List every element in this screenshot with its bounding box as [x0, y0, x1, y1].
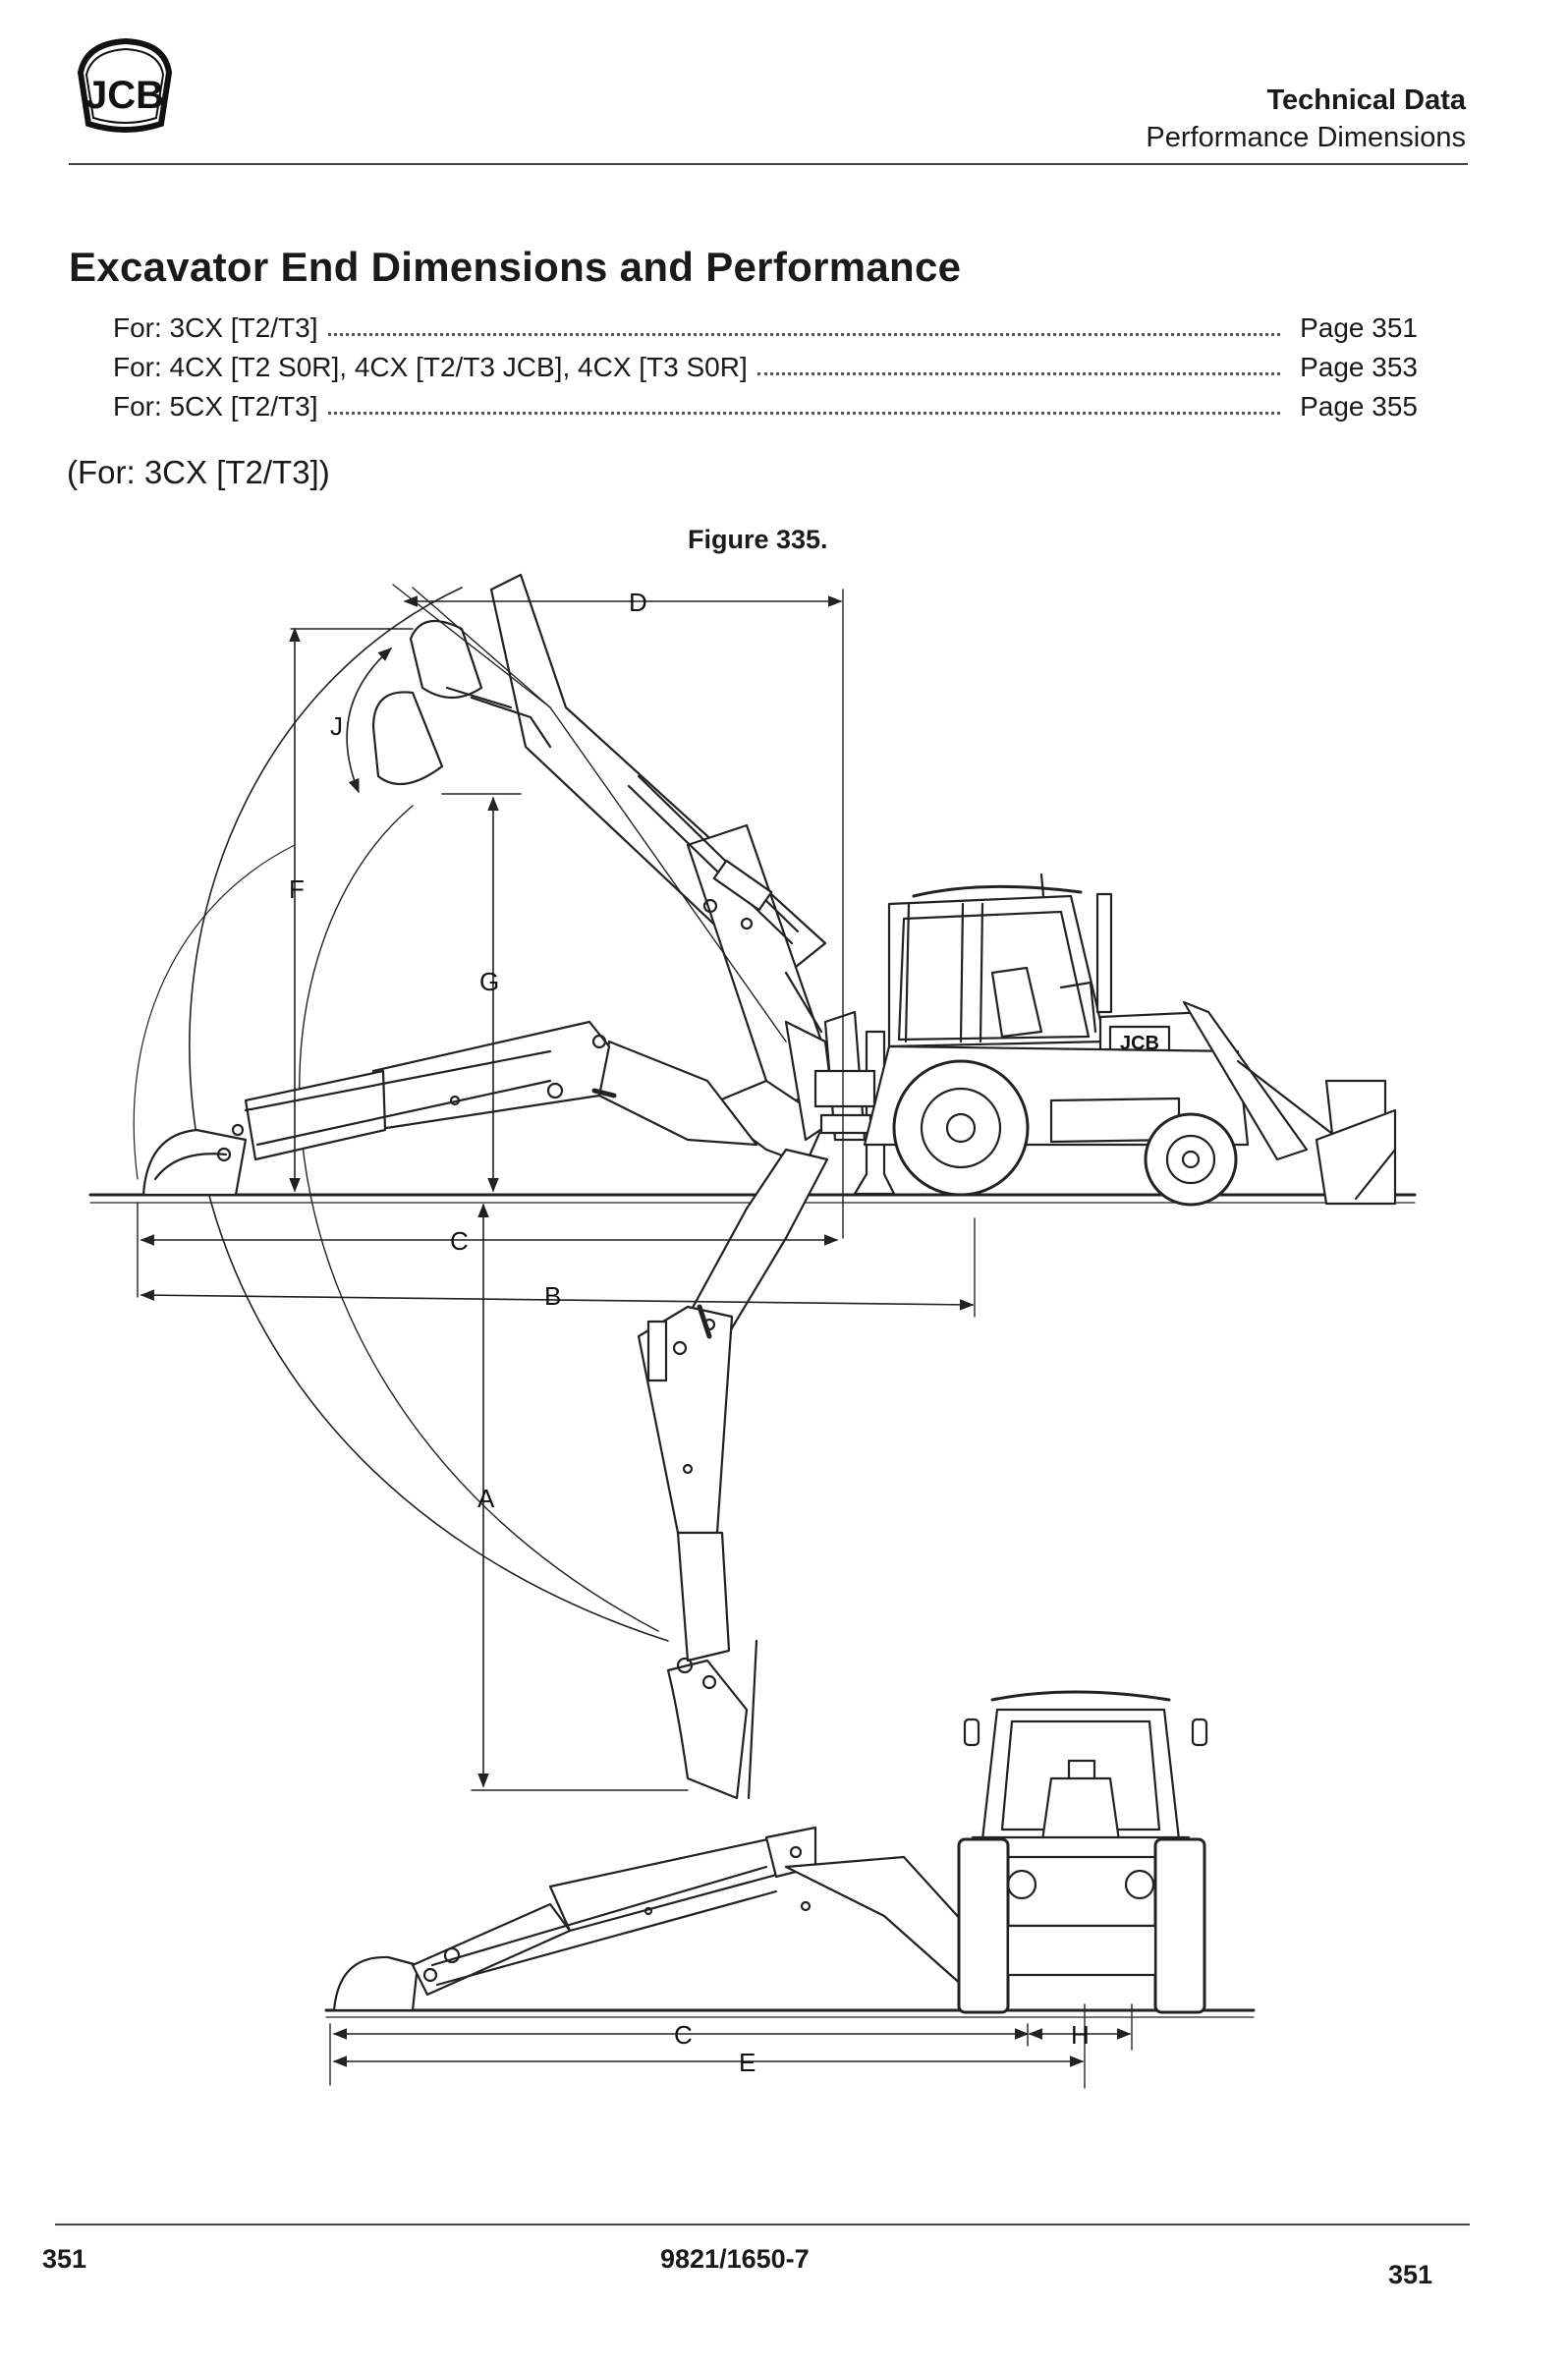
- label-a: A: [477, 1484, 495, 1513]
- figure-caption: Figure 335.: [688, 525, 828, 554]
- toc-item-3cx[interactable]: For: 3CX [T2/T3] Page 351: [113, 305, 1418, 344]
- rear-view: C H E: [324, 1690, 1256, 2089]
- toc-item-5cx[interactable]: For: 5CX [T2/T3] Page 355: [113, 383, 1418, 422]
- label-e: E: [739, 2048, 756, 2077]
- label-d: D: [629, 588, 647, 617]
- toc-text: For: 5CX [T2/T3]: [113, 391, 318, 422]
- reach-envelope-inner: [299, 805, 659, 1632]
- toc-leader: [756, 372, 1280, 375]
- label-j: J: [330, 711, 343, 741]
- applicability-note: (For: 3CX [T2/T3]): [67, 454, 330, 490]
- header-subtitle: Performance Dimensions: [1146, 122, 1466, 153]
- label-g: G: [479, 967, 499, 996]
- rear-left-tyre: [957, 1837, 1010, 2014]
- label-c-side: C: [450, 1226, 469, 1256]
- toc-text: For: 3CX [T2/T3]: [113, 312, 318, 343]
- toc-leader: [327, 333, 1280, 336]
- arm-digging: [637, 1148, 829, 1800]
- logo-lettering: JCB: [85, 74, 164, 117]
- backhoe-tractor: JCB: [813, 873, 1397, 1207]
- label-f: F: [289, 874, 305, 904]
- jcb-logo: JCB: [77, 37, 173, 133]
- toc-leader: [327, 412, 1280, 415]
- label-h: H: [1071, 2020, 1090, 2050]
- curl-arc-j: [346, 648, 393, 794]
- footer-page-right: 351: [1388, 2260, 1433, 2289]
- arm-raised: [371, 573, 837, 1112]
- header-rule: [69, 163, 1468, 165]
- front-wheel: [1144, 1112, 1238, 1207]
- rear-wheel: [892, 1059, 1030, 1197]
- rear-bucket: [332, 1955, 420, 2012]
- toc-page: Page 351: [1300, 312, 1418, 343]
- toc-page: Page 355: [1300, 391, 1418, 422]
- arm-ground-reach: [141, 1020, 827, 1197]
- label-c-rear: C: [674, 2020, 693, 2050]
- footer-page-left: 351: [42, 2244, 87, 2274]
- dim-line-b: [140, 1289, 975, 1311]
- toc-page: Page 353: [1300, 352, 1418, 382]
- header-title: Technical Data: [1266, 84, 1466, 116]
- section-title: Excavator End Dimensions and Performance: [69, 244, 962, 290]
- rear-right-tyre: [1153, 1837, 1206, 2014]
- reach-envelope-outer: [189, 587, 669, 1642]
- toc-item-4cx[interactable]: For: 4CX [T2 S0R], 4CX [T2/T3 JCB], 4CX …: [113, 344, 1418, 383]
- side-view: J C B: [88, 573, 1417, 1800]
- toc-text: For: 4CX [T2 S0R], 4CX [T2/T3 JCB], 4CX …: [113, 352, 748, 382]
- footer-doc-number: 9821/1650-7: [660, 2244, 810, 2274]
- footer-rule: [55, 2224, 1470, 2225]
- label-b: B: [544, 1281, 561, 1311]
